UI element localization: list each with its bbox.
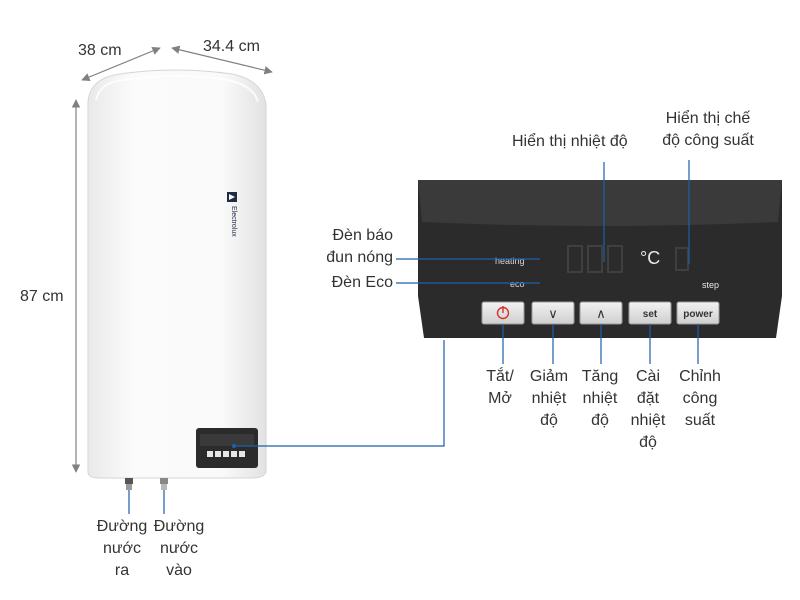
decrease-temp-callout-line-1: Giảm: [529, 368, 569, 385]
heating-light-callout-line-1: Đèn báo: [332, 227, 394, 244]
width-dimension-line: [171, 45, 273, 75]
increase-temp-callout: Tăng nhiệt độ: [582, 366, 618, 432]
water-heater-top-highlight: [95, 75, 259, 103]
water-heater-body: [87, 69, 267, 479]
power-mode-button[interactable]: power: [676, 301, 720, 325]
decrease-temp-callout: Giảm nhiệt độ: [530, 366, 568, 432]
decrease-temp-callout-line-2: nhiệt: [531, 390, 567, 407]
power-mode-display-callout-line-2: độ công suất: [662, 132, 754, 149]
set-temperature-button[interactable]: set: [628, 301, 672, 325]
power-on-off-button[interactable]: [481, 301, 525, 325]
heating-light-callout: Đèn báo đun nóng: [326, 225, 393, 269]
water-in-callout-line-3: vào: [166, 562, 192, 579]
increase-temp-callout-line-2: nhiệt: [582, 390, 618, 407]
decrease-temp-callout-line-3: độ: [540, 412, 558, 429]
heater-mini-panel: [196, 428, 258, 468]
heating-light-callout-line-2: đun nóng: [326, 249, 393, 266]
increase-temperature-button[interactable]: ∧: [579, 301, 623, 325]
eco-light-callout: Đèn Eco: [331, 274, 393, 291]
chevron-down-icon: ∨: [548, 306, 558, 321]
power-button-label: power: [683, 309, 713, 320]
heating-indicator-text: heating: [495, 256, 525, 266]
increase-temp-callout-line-3: độ: [591, 412, 609, 429]
height-label: 87 cm: [20, 288, 64, 305]
power-mode-display-segments: [675, 247, 689, 271]
set-temp-callout-line-4: độ: [639, 434, 657, 451]
water-outlet-pipe: [125, 478, 133, 490]
chevron-up-icon: ∧: [596, 306, 606, 321]
step-indicator-text: step: [702, 280, 719, 290]
water-in-callout-line-2: nước: [159, 540, 199, 557]
power-mode-display-callout-line-1: Hiển thị chế: [665, 110, 751, 127]
set-temp-callout-line-1: Cài: [635, 368, 661, 385]
set-temp-callout-line-2: đặt: [636, 390, 660, 407]
electrolux-logo-icon: [227, 192, 237, 202]
adjust-power-callout-line-1: Chỉnh: [679, 368, 721, 385]
water-out-callout: Đường nước ra: [97, 516, 148, 582]
depth-label: 38 cm: [78, 42, 122, 59]
eco-indicator-text: eco: [510, 279, 525, 289]
water-out-callout-line-2: nước: [102, 540, 142, 557]
on-off-callout-line-1: Tắt/: [486, 368, 514, 385]
set-temp-callout: Cài đặt nhiệt độ: [631, 366, 666, 454]
on-off-callout-line-2: Mở: [488, 390, 512, 407]
panel-connector-line: [234, 340, 445, 447]
water-out-callout-line-3: ra: [114, 562, 130, 579]
adjust-power-callout-line-2: công: [682, 390, 718, 407]
increase-temp-callout-line-1: Tăng: [581, 368, 619, 385]
decrease-temperature-button[interactable]: ∨: [531, 301, 575, 325]
temp-display-callout: Hiển thị nhiệt độ: [512, 133, 628, 150]
temperature-display-segments: [567, 245, 623, 273]
adjust-power-callout-line-3: suất: [684, 412, 716, 429]
width-label: 34.4 cm: [203, 38, 260, 55]
set-temp-callout-line-3: nhiệt: [630, 412, 666, 429]
set-button-label: set: [643, 309, 658, 320]
on-off-callout: Tắt/ Mở: [486, 366, 514, 410]
panel-connector-dot: [231, 443, 237, 449]
depth-dimension-line: [81, 46, 161, 82]
power-mode-display-callout: Hiển thị chế độ công suất: [662, 108, 754, 152]
heater-brand-text: Electrolux: [230, 206, 237, 237]
control-panel-top-band: [418, 180, 782, 226]
adjust-power-callout: Chỉnh công suất: [679, 366, 721, 432]
temperature-unit-text: °C: [640, 248, 660, 268]
water-out-callout-line-1: Đường: [96, 518, 148, 535]
water-in-callout-line-1: Đường: [153, 518, 205, 535]
water-inlet-pipe: [160, 478, 168, 490]
water-in-callout: Đường nước vào: [154, 516, 205, 582]
